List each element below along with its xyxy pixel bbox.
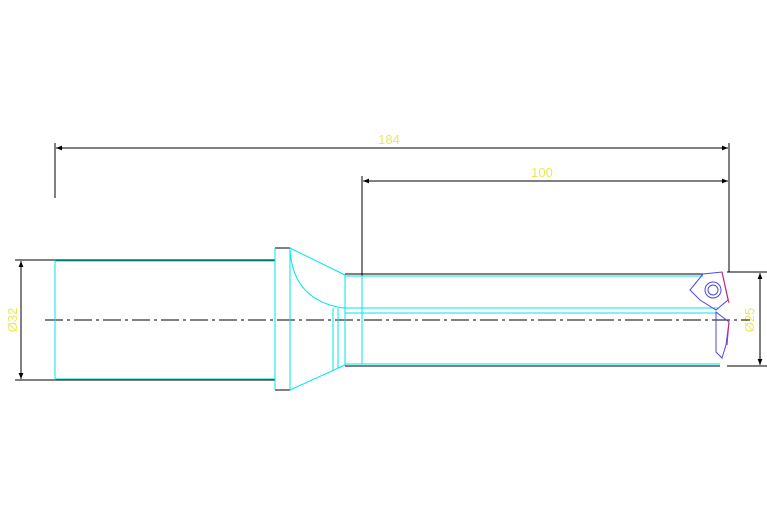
shank-diameter-dimension: Ø32 (5, 259, 56, 381)
taper-bottom (289, 364, 346, 391)
flute-length-dimension: 100 (361, 165, 728, 276)
insert-screw-inner (707, 284, 719, 296)
shank-diameter-label: Ø32 (5, 308, 20, 333)
cutting-insert (689, 271, 730, 359)
chip-gullet-curve (289, 247, 344, 309)
insert-body (689, 271, 729, 311)
overall-length-label: 184 (378, 132, 400, 147)
overall-length-dimension: 184 (54, 132, 730, 272)
insert-cutting-edge-bottom (726, 321, 730, 346)
cutting-diameter-dimension: Ø25 (727, 271, 767, 367)
taper-top (289, 247, 346, 276)
insert-cutting-edge-top (721, 271, 730, 304)
flange (274, 247, 346, 391)
insert-lower-body (715, 310, 730, 359)
drill-body (343, 273, 720, 367)
flute-length-label: 100 (531, 165, 553, 180)
insert-screw-outer (704, 281, 722, 299)
